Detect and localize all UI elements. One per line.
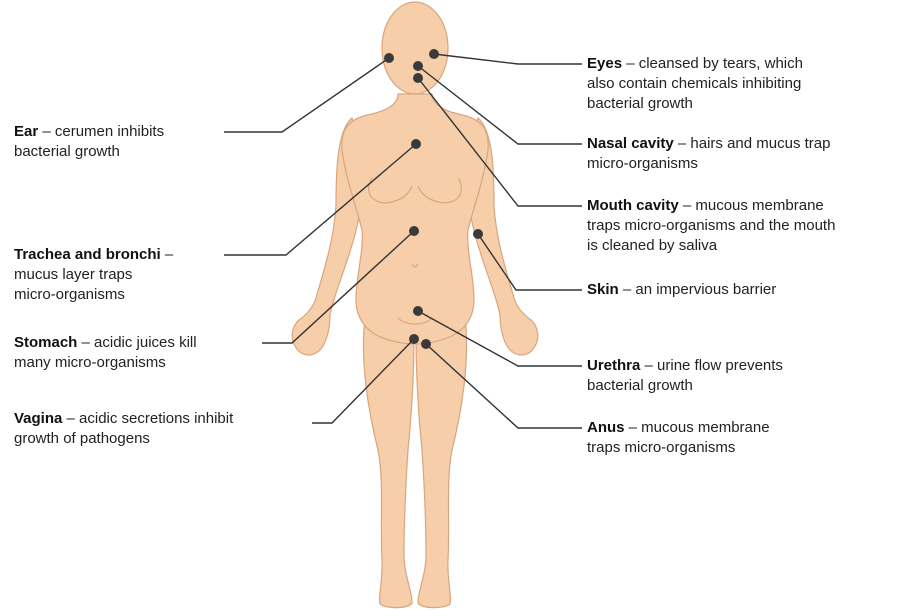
stomach-term: Stomach bbox=[14, 334, 77, 351]
anus-term: Anus bbox=[587, 419, 625, 436]
vagina-desc: growth of pathogens bbox=[14, 430, 150, 447]
urethra-term: Urethra bbox=[587, 357, 640, 374]
nasal-desc: – hairs and mucus trap bbox=[674, 135, 831, 152]
vagina-label: Vagina – acidic secretions inhibit growt… bbox=[14, 409, 233, 449]
skin-term: Skin bbox=[587, 281, 619, 298]
vagina-term: Vagina bbox=[14, 410, 62, 427]
trachea-desc: micro-organisms bbox=[14, 286, 125, 303]
ear-desc: – cerumen inhibits bbox=[38, 123, 164, 140]
ear-desc: bacterial growth bbox=[14, 143, 120, 160]
human-figure bbox=[292, 2, 538, 608]
vagina-marker bbox=[409, 334, 419, 344]
urethra-label: Urethra – urine flow prevents bacterial … bbox=[587, 356, 783, 396]
anus-label: Anus – mucous membrane traps micro-organ… bbox=[587, 418, 770, 458]
ear-marker bbox=[384, 53, 394, 63]
mouth-label: Mouth cavity – mucous membrane traps mic… bbox=[587, 196, 835, 256]
mouth-desc: traps micro-organisms and the mouth bbox=[587, 217, 835, 234]
right-leg bbox=[416, 318, 467, 608]
eyes-marker bbox=[429, 49, 439, 59]
urethra-desc: – urine flow prevents bbox=[640, 357, 783, 374]
eyes-term: Eyes bbox=[587, 55, 622, 72]
anus-desc: traps micro-organisms bbox=[587, 439, 735, 456]
mouth-term: Mouth cavity bbox=[587, 197, 679, 214]
ear-label: Ear – cerumen inhibits bacterial growth bbox=[14, 122, 164, 162]
nasal-desc: micro-organisms bbox=[587, 155, 698, 172]
eyes-desc: – cleansed by tears, which bbox=[622, 55, 803, 72]
nasal-label: Nasal cavity – hairs and mucus trap micr… bbox=[587, 134, 830, 174]
left-leg bbox=[363, 318, 414, 608]
eyes-leader bbox=[434, 54, 582, 64]
eyes-label: Eyes – cleansed by tears, which also con… bbox=[587, 54, 803, 114]
stomach-marker bbox=[409, 226, 419, 236]
skin-marker bbox=[473, 229, 483, 239]
trachea-desc: – bbox=[161, 246, 174, 263]
ear-term: Ear bbox=[14, 123, 38, 140]
trachea-term: Trachea and bronchi bbox=[14, 246, 161, 263]
mouth-marker bbox=[413, 73, 423, 83]
nasal-term: Nasal cavity bbox=[587, 135, 674, 152]
trachea-marker bbox=[411, 139, 421, 149]
mouth-desc: – mucous membrane bbox=[679, 197, 824, 214]
mouth-desc: is cleaned by saliva bbox=[587, 237, 717, 254]
stomach-desc: many micro-organisms bbox=[14, 354, 166, 371]
trachea-desc: mucus layer traps bbox=[14, 266, 132, 283]
urethra-desc: bacterial growth bbox=[587, 377, 693, 394]
skin-desc: – an impervious barrier bbox=[619, 281, 777, 298]
anus-desc: – mucous membrane bbox=[625, 419, 770, 436]
stomach-desc: – acidic juices kill bbox=[77, 334, 196, 351]
eyes-desc: bacterial growth bbox=[587, 95, 693, 112]
urethra-marker bbox=[413, 306, 423, 316]
anus-marker bbox=[421, 339, 431, 349]
torso bbox=[342, 94, 489, 344]
nasal-marker bbox=[413, 61, 423, 71]
eyes-desc: also contain chemicals inhibiting bbox=[587, 75, 801, 92]
skin-label: Skin – an impervious barrier bbox=[587, 280, 776, 300]
vagina-desc: – acidic secretions inhibit bbox=[62, 410, 233, 427]
stomach-label: Stomach – acidic juices kill many micro-… bbox=[14, 333, 197, 373]
trachea-label: Trachea and bronchi – mucus layer traps … bbox=[14, 245, 173, 305]
